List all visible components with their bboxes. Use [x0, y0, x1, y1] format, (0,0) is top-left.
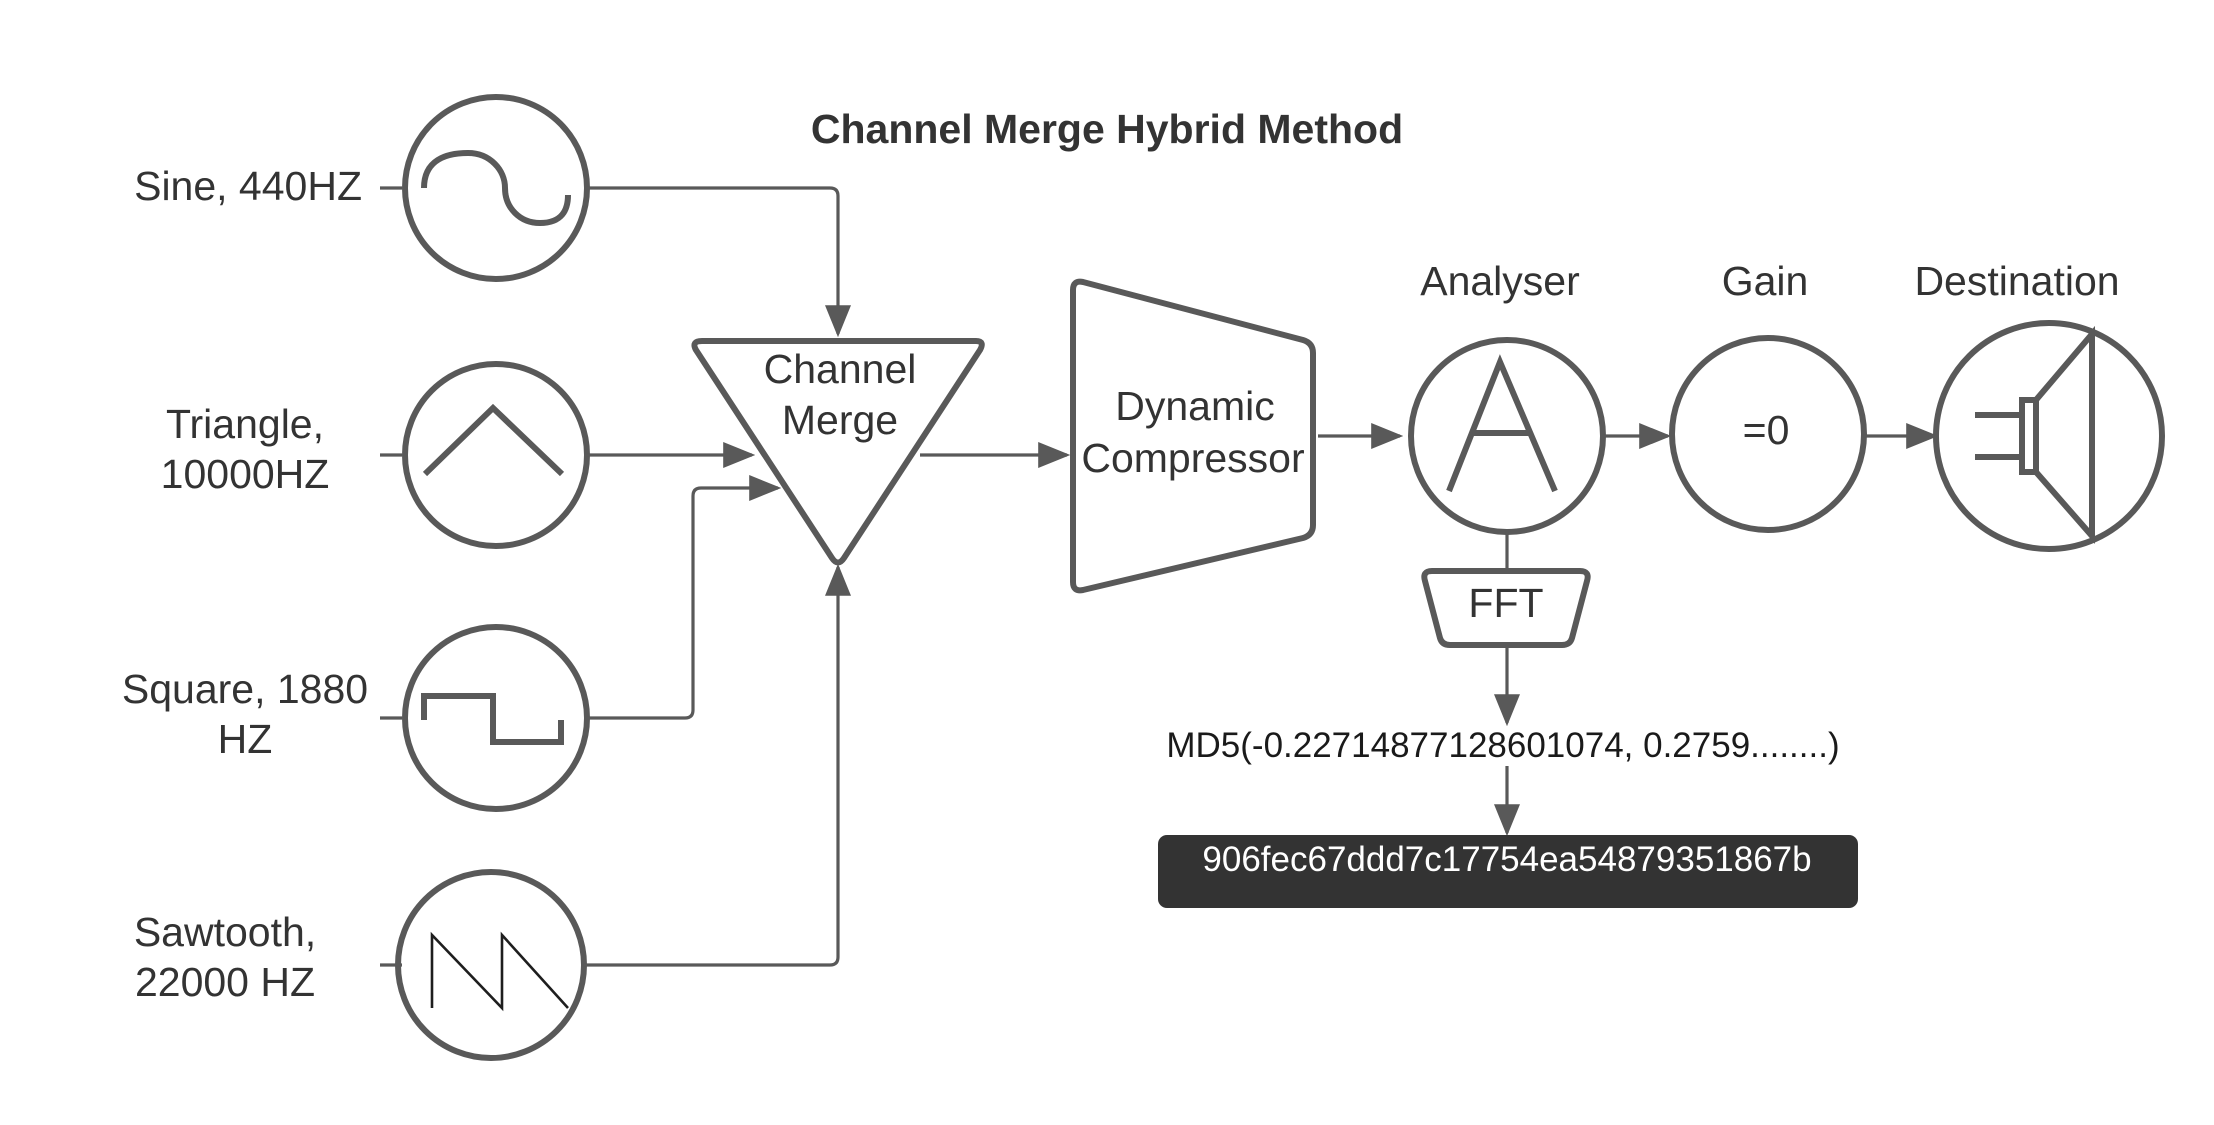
gain-circle [1669, 335, 1867, 533]
sawtooth-oscillator-node [395, 869, 587, 1061]
channel-merge-label-line-2: Merge [782, 397, 898, 443]
speaker-icon [2019, 325, 2095, 544]
sine-label: Sine, 440HZ [134, 163, 362, 209]
fft-trapezoid [1421, 568, 1591, 648]
triangle-label-line-2: 10000HZ [161, 451, 330, 497]
sawtooth-wave-icon [430, 931, 569, 1012]
connector-sine-to-merge [604, 186, 851, 338]
gain-value: =0 [1743, 407, 1790, 453]
fft-node: FFT [1421, 568, 1591, 648]
fft-label: FFT [1468, 580, 1543, 626]
hash-box [1158, 835, 1858, 908]
gain-node: Gain =0 [1669, 258, 1867, 533]
sawtooth-label-line-2: 22000 HZ [135, 959, 315, 1005]
analyser-node: Analyser [1408, 258, 1606, 535]
square-label-line-1: Square, 1880 [122, 666, 368, 712]
dynamic-compressor-node: Dynamic Compressor [1070, 278, 1316, 594]
gain-label: Gain [1722, 258, 1809, 304]
connector-square-to-merge [604, 475, 782, 720]
channel-merge-label-line-1: Channel [764, 346, 917, 392]
sine-wave-icon [421, 149, 571, 227]
channel-merge-triangle [691, 338, 985, 566]
triangle-source: Triangle, 10000HZ [161, 361, 604, 549]
channel-merge-node: Channel Merge [691, 338, 985, 566]
destination-label: Destination [1914, 258, 2119, 304]
hash-value: 906fec67ddd7c17754ea54879351867b [1202, 840, 1811, 879]
triangle-wave-icon [422, 403, 565, 477]
square-source: Square, 1880 HZ [122, 624, 604, 812]
analyser-label: Analyser [1420, 258, 1580, 304]
destination-circle [1933, 320, 2165, 552]
triangle-label-line-1: Triangle, [166, 401, 324, 447]
sine-oscillator-node [402, 94, 590, 282]
connector-sawtooth-to-merge [604, 563, 851, 967]
square-label-line-2: HZ [218, 716, 273, 762]
hash-result: 906fec67ddd7c17754ea54879351867b [1158, 835, 1858, 908]
sawtooth-source: Sawtooth, 22000 HZ [134, 869, 604, 1061]
analyser-a-icon [1446, 354, 1558, 493]
dynamic-compressor-label-line-1: Dynamic [1115, 383, 1274, 429]
dynamic-compressor-trapezoid [1070, 278, 1316, 594]
diagram-title: Channel Merge Hybrid Method [811, 106, 1403, 152]
dynamic-compressor-label-line-2: Compressor [1081, 435, 1304, 481]
md5-expression: MD5(-0.22714877128601074, 0.2759........… [1166, 726, 1839, 765]
destination-node: Destination [1914, 258, 2165, 552]
sine-source: Sine, 440HZ [134, 94, 604, 282]
triangle-oscillator-node [402, 361, 590, 549]
square-wave-icon [421, 693, 564, 745]
sawtooth-label-line-1: Sawtooth, [134, 909, 316, 955]
